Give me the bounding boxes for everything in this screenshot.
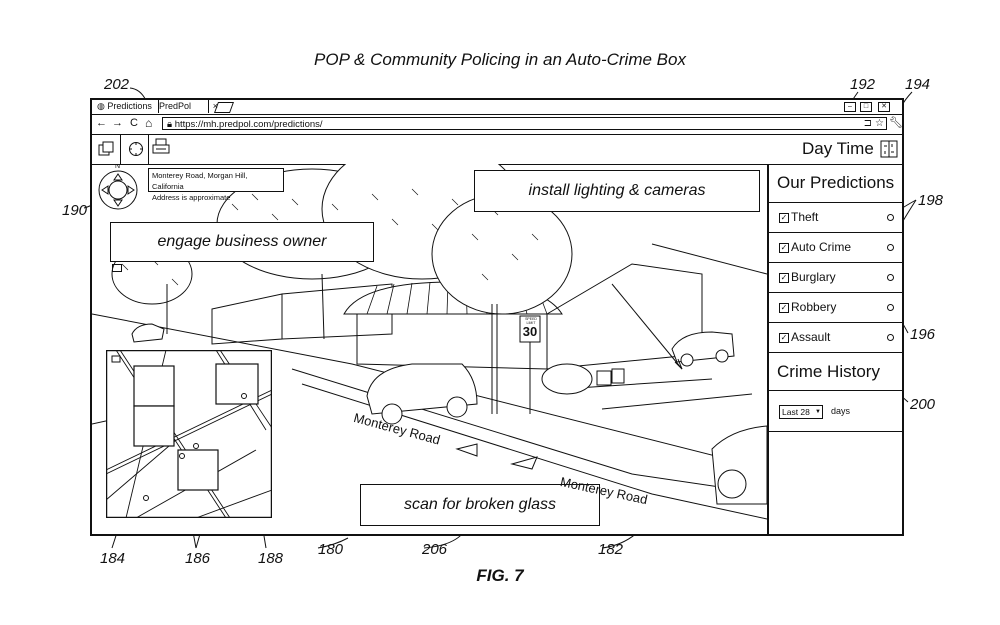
callout-engage-business-owner: engage business owner (110, 222, 374, 262)
checkbox-icon[interactable]: ✓ (779, 243, 789, 253)
indicator-dot (887, 244, 894, 251)
browser-window: ◍ Predictions PredPol × – □ ✕ ← → C ⌂ 🔒︎… (90, 98, 904, 536)
forward-button[interactable]: → (112, 117, 123, 129)
indicator-dot (887, 274, 894, 281)
url-text: https://mh.predpol.com/predictions/ (174, 119, 323, 130)
compass-icon[interactable] (128, 141, 144, 157)
prediction-label: Auto Crime (791, 240, 852, 254)
checkbox-icon[interactable]: ✓ (779, 303, 789, 313)
ref-198: 198 (918, 192, 944, 209)
url-field[interactable]: 🔒︎ https://mh.predpol.com/predictions/ ⊐… (162, 117, 887, 130)
crime-history-header: Crime History (769, 354, 904, 391)
figure-title: POP & Community Policing in an Auto-Crim… (314, 50, 686, 69)
indicator-dot (887, 304, 894, 311)
day-night-toggle-icon[interactable] (880, 140, 898, 158)
zoom-slider-handle[interactable] (112, 264, 122, 272)
ref-180: 180 (318, 541, 344, 558)
prediction-label: Robbery (791, 300, 837, 314)
ref-184: 184 (100, 550, 126, 567)
toolbar-divider (148, 134, 149, 164)
predictions-sidebar: Our Predictions ✓ Theft ✓ Auto Crime ✓ B… (767, 164, 904, 536)
indicator-dot (887, 334, 894, 341)
figure-caption: FIG. 7 (476, 566, 524, 585)
star-icon[interactable]: ☆ (875, 118, 884, 129)
printer-icon[interactable] (152, 138, 170, 156)
ref-196: 196 (910, 326, 936, 343)
ref-190: 190 (62, 202, 88, 219)
predictions-header: Our Predictions (769, 164, 904, 203)
new-tab-button[interactable] (213, 102, 235, 113)
checkbox-icon[interactable]: ✓ (779, 213, 789, 223)
mini-map[interactable] (106, 350, 272, 518)
tab-close-icon[interactable]: × (212, 101, 218, 111)
indicator-dot (887, 214, 894, 221)
prediction-label: Theft (791, 210, 819, 224)
address-box: Monterey Road, Morgan Hill, California A… (148, 168, 284, 202)
crime-history-title: Crime History (777, 362, 880, 381)
bookmark-page-icon[interactable]: ⊐ (863, 118, 872, 129)
callout-scan-broken-glass: scan for broken glass (360, 484, 600, 526)
address-bar-row: ← → C ⌂ 🔒︎ https://mh.predpol.com/predic… (92, 114, 903, 135)
crime-history-range: Last 28 ▼ days (769, 391, 904, 432)
ref-200: 200 (910, 396, 936, 413)
prediction-label: Burglary (791, 270, 836, 284)
compass-north-label: N (115, 164, 121, 170)
ref-194: 194 (905, 76, 931, 93)
app-toolbar: Day Time (92, 134, 902, 165)
history-days-value: Last 28 (782, 407, 810, 417)
compass-control[interactable] (96, 166, 140, 212)
ref-202: 202 (104, 76, 130, 93)
address-line-1: Monterey Road, Morgan Hill, California (152, 171, 248, 191)
tab-label: Predictions (107, 101, 152, 111)
prediction-auto-crime[interactable]: ✓ Auto Crime (769, 233, 904, 263)
predictions-title: Our Predictions (777, 173, 895, 192)
ref-192: 192 (850, 76, 876, 93)
prediction-theft[interactable]: ✓ Theft (769, 203, 904, 233)
lock-icon: 🔒︎ (167, 119, 173, 130)
address-line-2: Address is approximate (152, 193, 231, 202)
wrench-icon[interactable]: 🔧︎ (889, 117, 903, 129)
tab-predictions[interactable]: ◍ Predictions (94, 100, 159, 113)
history-days-suffix: days (831, 406, 851, 416)
tab-label: PredPol (159, 101, 192, 111)
toolbar-divider (120, 134, 121, 164)
prediction-burglary[interactable]: ✓ Burglary (769, 263, 904, 293)
maximize-button[interactable]: □ (860, 102, 872, 112)
checkbox-icon[interactable]: ✓ (779, 333, 789, 343)
reload-button[interactable]: C (130, 117, 138, 129)
tab-bar: ◍ Predictions PredPol × – □ ✕ (92, 100, 902, 115)
speed-sign-value: 30 (522, 324, 538, 339)
back-button[interactable]: ← (96, 117, 107, 129)
home-button[interactable]: ⌂ (145, 116, 153, 130)
street-view-map[interactable]: N Monterey Road, Morgan Hill, California… (92, 164, 767, 536)
ref-188: 188 (258, 550, 284, 567)
ref-186: 186 (185, 550, 211, 567)
day-time-label: Day Time (802, 139, 874, 158)
speed-sign-caption: SPEED LIMIT (525, 317, 537, 325)
ref-182: 182 (598, 541, 624, 558)
prediction-label: Assault (791, 330, 831, 344)
callout-install-lighting: install lighting & cameras (474, 170, 760, 212)
layers-icon[interactable] (98, 141, 114, 157)
prediction-robbery[interactable]: ✓ Robbery (769, 293, 904, 323)
prediction-assault[interactable]: ✓ Assault (769, 323, 904, 353)
tab-predpol[interactable]: PredPol × (156, 100, 218, 113)
globe-icon: ◍ (97, 101, 105, 111)
minimize-button[interactable]: – (844, 102, 856, 112)
dropdown-arrow-icon: ▼ (814, 409, 821, 415)
checkbox-icon[interactable]: ✓ (779, 273, 789, 283)
history-days-select[interactable]: Last 28 ▼ (779, 405, 823, 419)
close-window-button[interactable]: ✕ (878, 102, 890, 112)
